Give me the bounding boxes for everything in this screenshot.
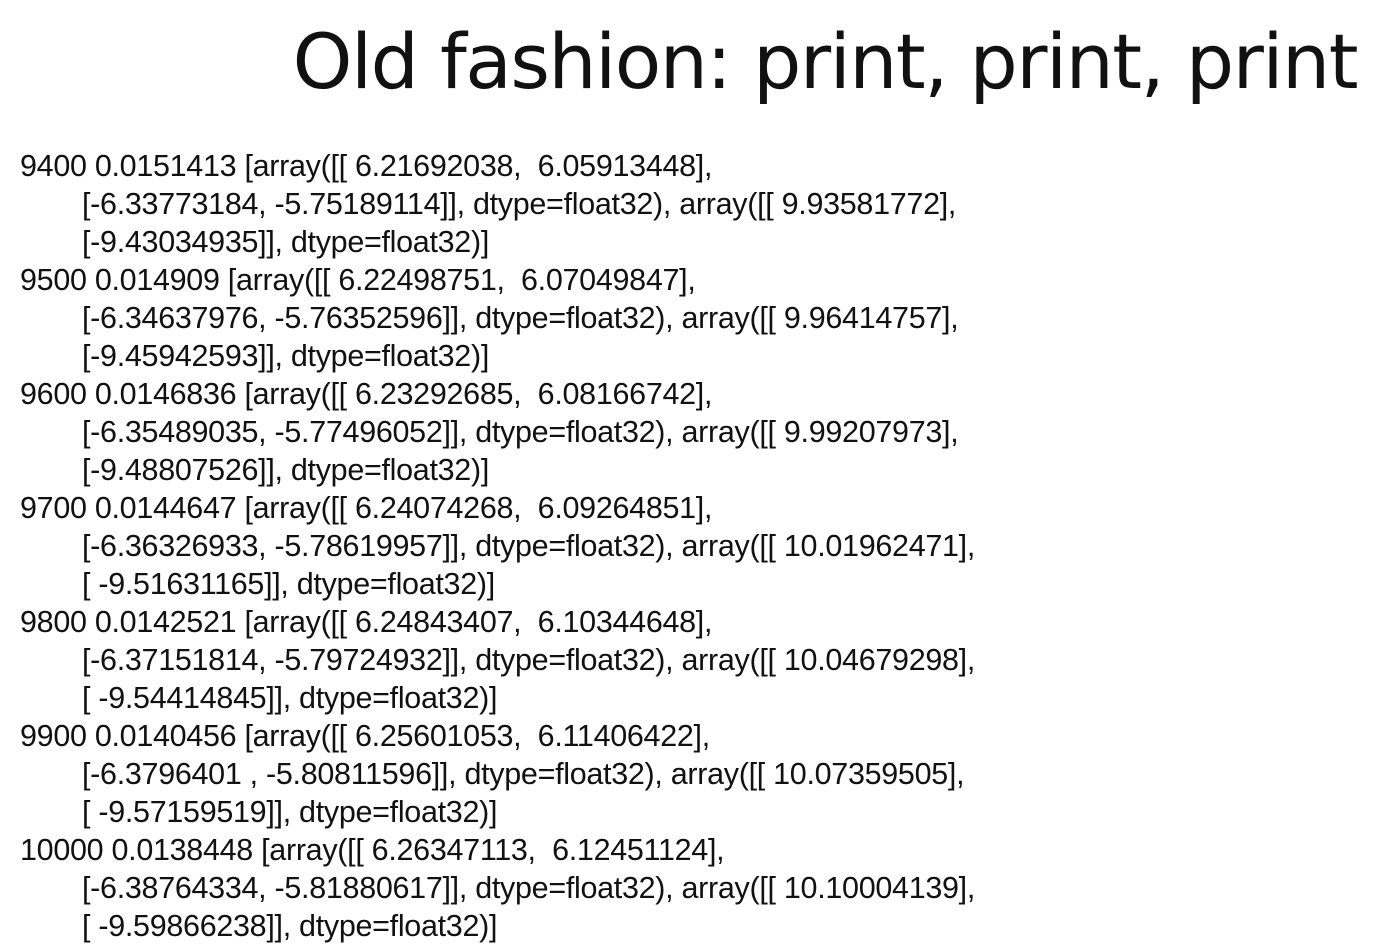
log-line: 9800 0.0142521 [array([[ 6.24843407, 6.1…	[20, 605, 713, 639]
log-line: 10000 0.0138448 [array([[ 6.26347113, 6.…	[20, 833, 725, 867]
log-line: [-9.43034935]], dtype=float32)]	[82, 225, 489, 259]
slide-title: Old fashion: print, print, print	[292, 17, 1359, 106]
log-line: [-6.33773184, -5.75189114]], dtype=float…	[82, 187, 957, 221]
log-line: [ -9.57159519]], dtype=float32)]	[82, 795, 498, 829]
log-line: [-6.37151814, -5.79724932]], dtype=float…	[82, 643, 976, 677]
log-entry: 10000 0.0138448 [array([[ 6.26347113, 6.…	[20, 831, 1360, 945]
log-entry: 9500 0.014909 [array([[ 6.22498751, 6.07…	[20, 261, 1360, 375]
log-entry: 9800 0.0142521 [array([[ 6.24843407, 6.1…	[20, 603, 1360, 717]
log-line: [ -9.54414845]], dtype=float32)]	[82, 681, 498, 715]
log-line: 9500 0.014909 [array([[ 6.22498751, 6.07…	[20, 263, 696, 297]
log-line: [-6.34637976, -5.76352596]], dtype=float…	[82, 301, 959, 335]
log-line: [-6.38764334, -5.81880617]], dtype=float…	[82, 871, 976, 905]
log-line: [-6.35489035, -5.77496052]], dtype=float…	[82, 415, 959, 449]
log-line: 9700 0.0144647 [array([[ 6.24074268, 6.0…	[20, 491, 713, 525]
log-line: 9400 0.0151413 [array([[ 6.21692038, 6.0…	[20, 149, 713, 183]
log-entry: 9400 0.0151413 [array([[ 6.21692038, 6.0…	[20, 147, 1360, 261]
log-line: 9600 0.0146836 [array([[ 6.23292685, 6.0…	[20, 377, 713, 411]
log-line: [-9.45942593]], dtype=float32)]	[82, 339, 489, 373]
log-line: [-6.36326933, -5.78619957]], dtype=float…	[82, 529, 976, 563]
print-output-log: 9400 0.0151413 [array([[ 6.21692038, 6.0…	[20, 147, 1360, 945]
log-entry: 9700 0.0144647 [array([[ 6.24074268, 6.0…	[20, 489, 1360, 603]
log-line: 9900 0.0140456 [array([[ 6.25601053, 6.1…	[20, 719, 710, 753]
log-line: [ -9.51631165]], dtype=float32)]	[82, 567, 495, 601]
log-entry: 9600 0.0146836 [array([[ 6.23292685, 6.0…	[20, 375, 1360, 489]
log-entry: 9900 0.0140456 [array([[ 6.25601053, 6.1…	[20, 717, 1360, 831]
log-line: [-6.3796401 , -5.80811596]], dtype=float…	[82, 757, 965, 791]
log-line: [-9.48807526]], dtype=float32)]	[82, 453, 489, 487]
log-line: [ -9.59866238]], dtype=float32)]	[82, 909, 498, 943]
